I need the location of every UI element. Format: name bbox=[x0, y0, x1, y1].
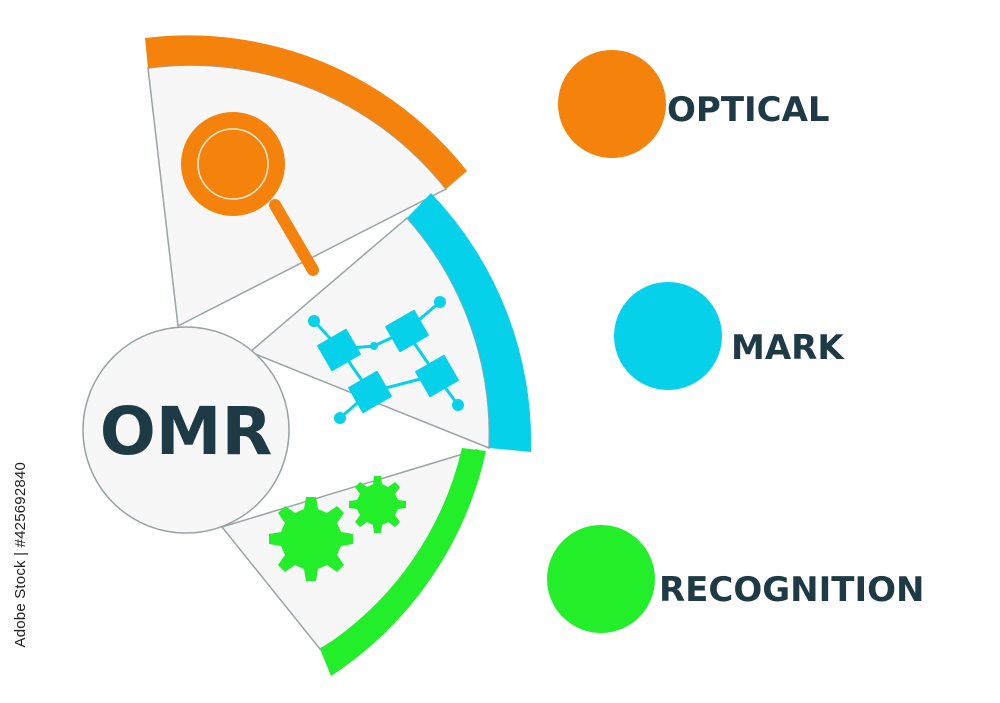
mark-word: MARK bbox=[731, 328, 845, 368]
circuit-icon bbox=[308, 296, 464, 424]
optical-dot bbox=[558, 50, 666, 158]
magnifier-icon bbox=[181, 112, 319, 276]
optical-word: OPTICAL bbox=[667, 90, 830, 130]
mark-dot bbox=[614, 282, 722, 390]
legend-item-optical: OPTICAL bbox=[558, 50, 830, 158]
recognition-word: RECOGNITION bbox=[659, 570, 924, 610]
band-mark bbox=[407, 193, 532, 452]
legend-item-recognition: RECOGNITION bbox=[547, 525, 924, 633]
band-optical bbox=[145, 35, 467, 189]
center-label: OMR bbox=[100, 393, 273, 470]
center-circle bbox=[82, 326, 290, 534]
recognition-dot bbox=[547, 525, 655, 633]
band-recognition bbox=[320, 448, 486, 676]
legend-item-mark: MARK bbox=[614, 282, 845, 390]
stock-watermark: Adobe Stock | #425692840 bbox=[12, 462, 29, 648]
gears-icon bbox=[269, 476, 406, 581]
